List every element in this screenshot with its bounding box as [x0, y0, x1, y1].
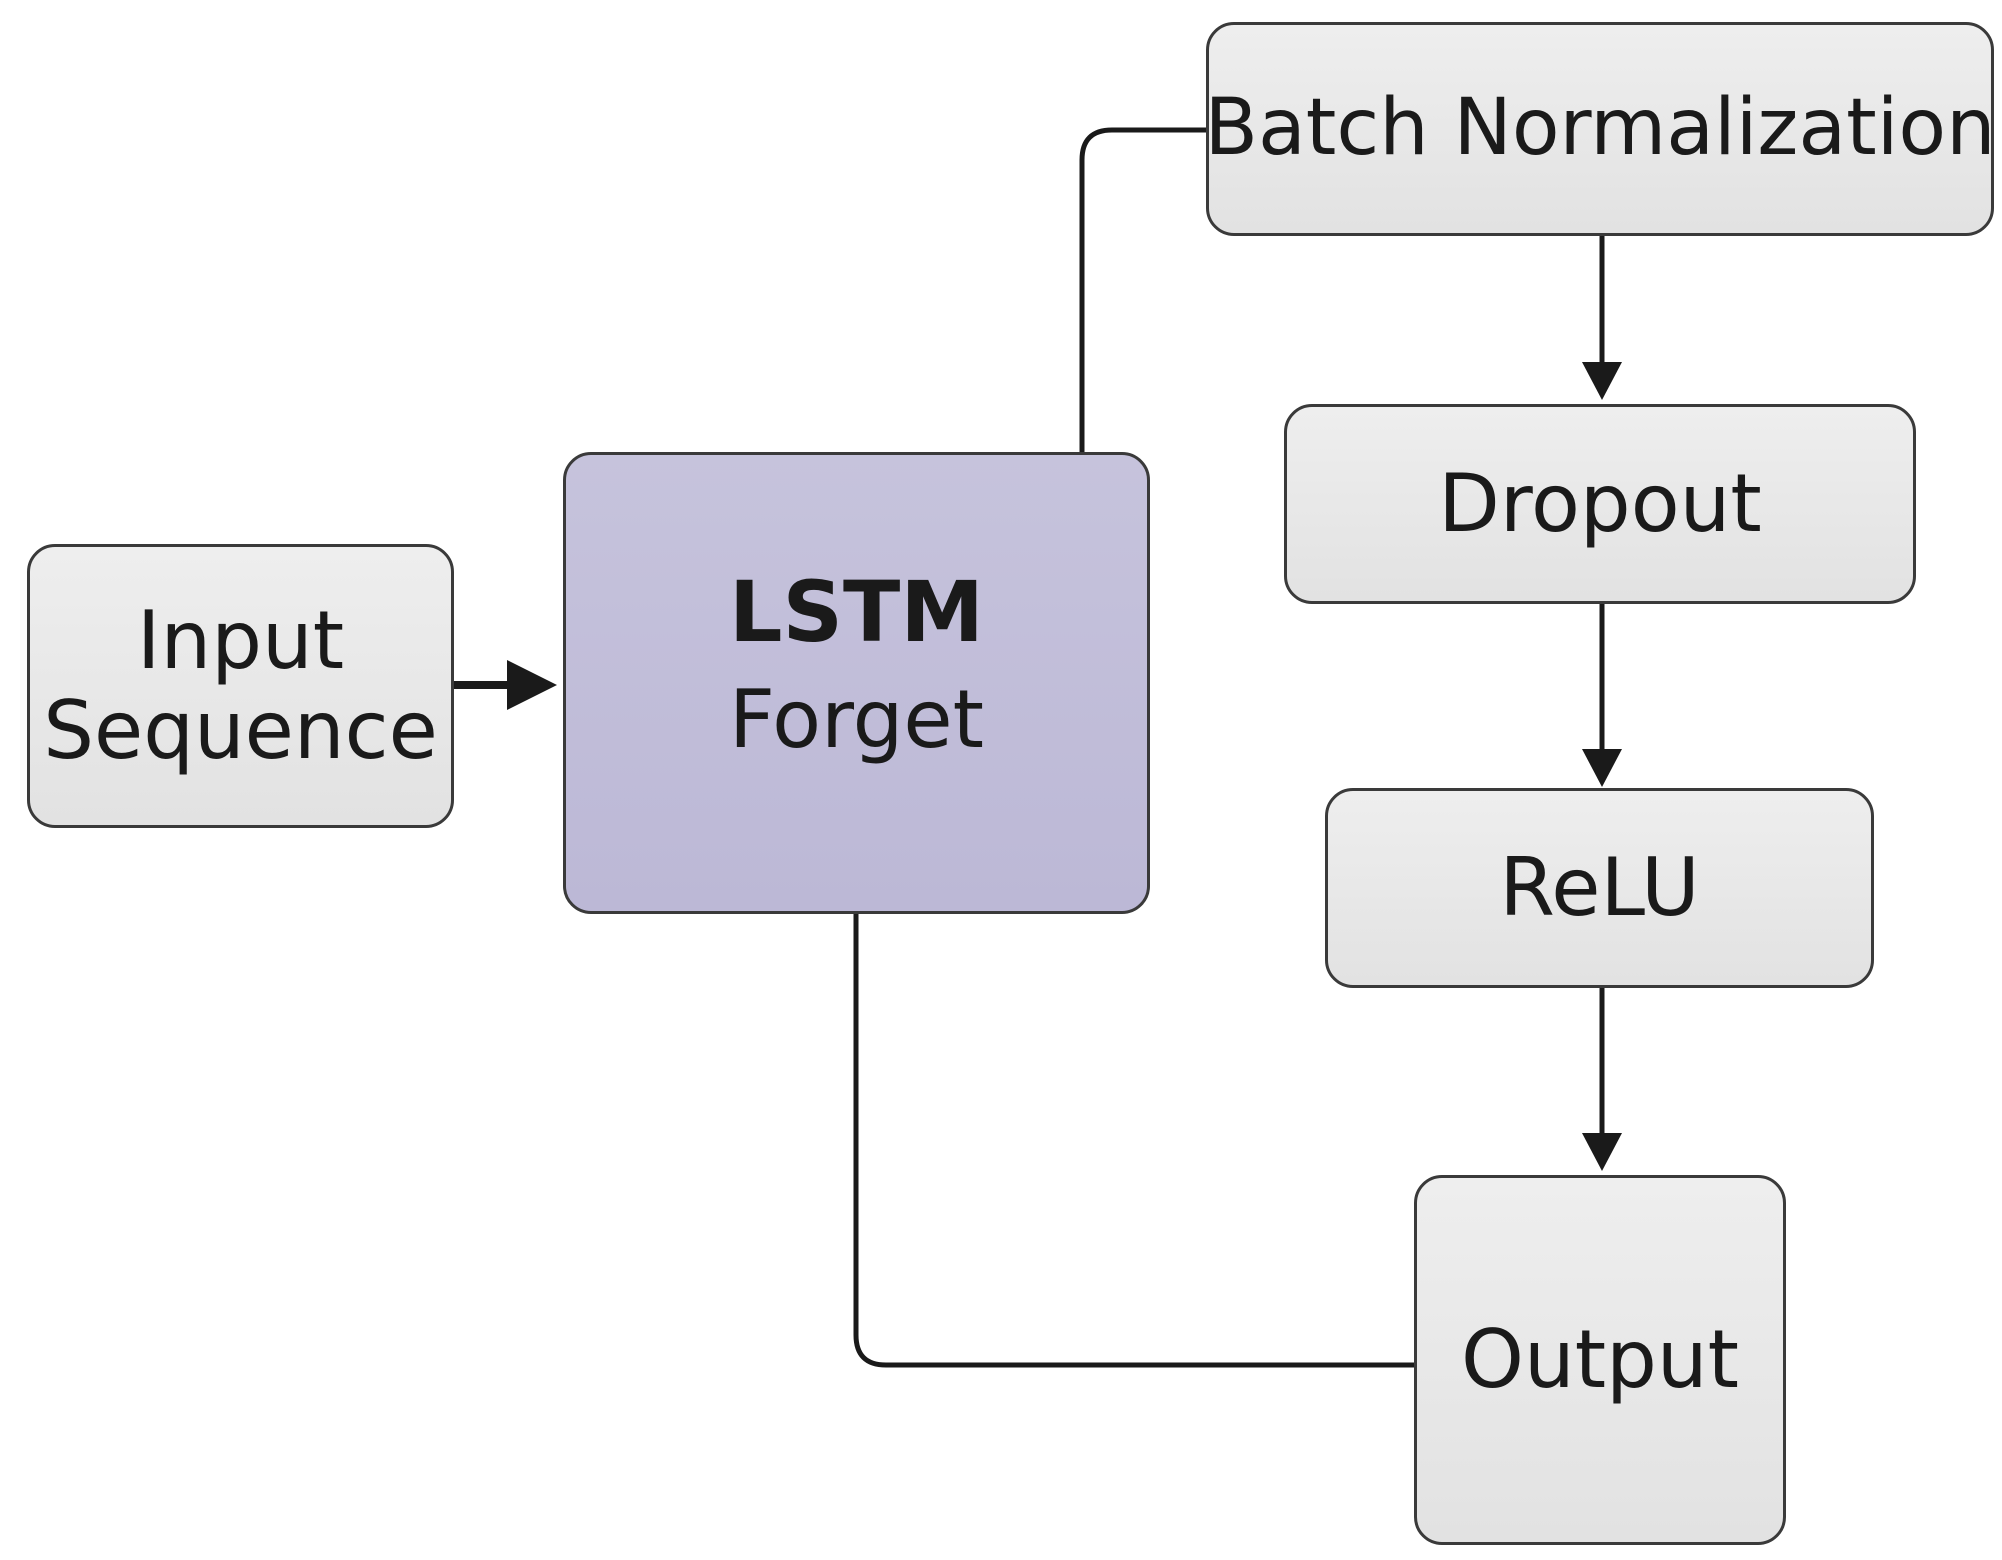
- arrowhead-icon: [1582, 1133, 1622, 1171]
- arrow-dropout-to-relu: [1582, 604, 1622, 787]
- node-input-sequence-line1: Input: [136, 594, 345, 688]
- node-lstm-subtitle: Forget: [729, 673, 984, 767]
- node-output-label: Output: [1461, 1313, 1739, 1407]
- arrowhead-icon: [507, 660, 557, 710]
- node-input-sequence-line2: Sequence: [43, 684, 438, 777]
- node-dropout: Dropout: [1284, 404, 1916, 604]
- node-lstm-title: LSTM: [729, 563, 984, 662]
- connector-lstm-to-output: [853, 913, 1416, 1368]
- node-relu: ReLU: [1325, 788, 1874, 988]
- node-lstm-forget: LSTM Forget: [563, 452, 1150, 914]
- node-relu-label: ReLU: [1499, 841, 1700, 935]
- node-dropout-label: Dropout: [1438, 457, 1762, 551]
- node-output: Output: [1414, 1175, 1786, 1545]
- arrowhead-icon: [1582, 362, 1622, 400]
- arrow-input-to-lstm: [452, 660, 557, 710]
- node-batch-normalization-label: Batch Normalization: [1204, 83, 1996, 174]
- arrowhead-icon: [1582, 749, 1622, 787]
- arrow-relu-to-output: [1582, 988, 1622, 1171]
- node-input-sequence: Input Sequence: [27, 544, 454, 828]
- node-batch-normalization: Batch Normalization: [1204, 22, 1996, 236]
- arrow-batch-normalization-to-dropout: [1582, 236, 1622, 400]
- connector-lstm-to-batch-normalization: [1079, 127, 1208, 452]
